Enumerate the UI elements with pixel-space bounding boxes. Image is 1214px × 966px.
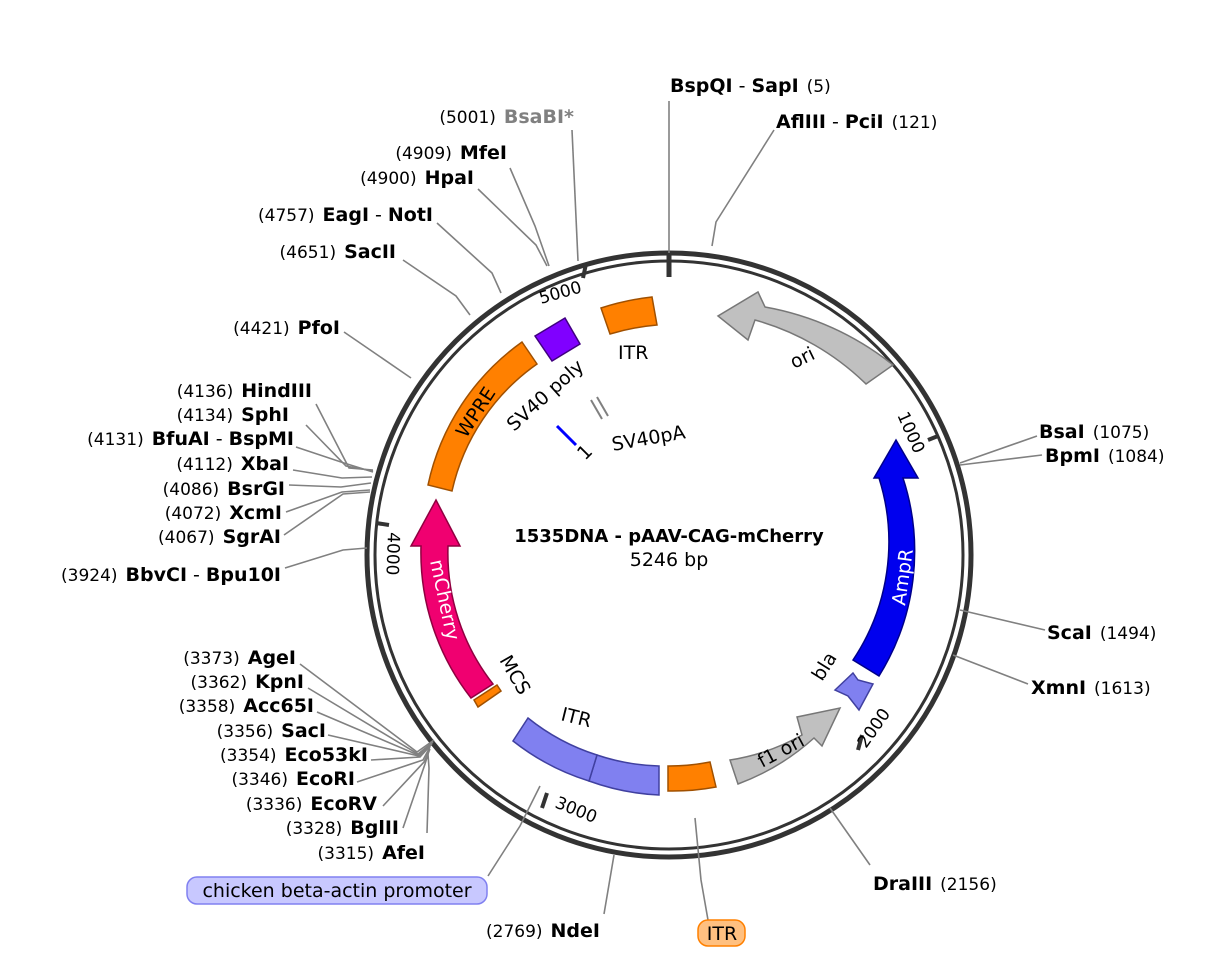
feature-cmv: ITR [511, 704, 660, 796]
ampr-arrow [851, 438, 920, 678]
site-label: ScaI(1494) [1047, 622, 1156, 644]
tick-label-3000: 3000 [552, 793, 600, 828]
f1ori-label: f1 ori [754, 730, 808, 773]
site-label: (3373)AgeI [183, 647, 296, 669]
site-label: (3924)BbvCI-Bpu10I [61, 564, 281, 586]
callout-itr-pill [697, 919, 746, 947]
site-label: (4136)HindIII [177, 380, 312, 402]
site-label: XmnI(1613) [1031, 677, 1151, 699]
leader-lines [283, 101, 1046, 921]
itr-top-block [600, 296, 658, 335]
site-label: (3336)EcoRV [246, 793, 377, 815]
site-label: (4131)BfuAI-BspMI [87, 428, 294, 450]
sites-left: (5001)BsaBI* (4909)MfeI (4900)HpaI (4757… [61, 106, 600, 942]
tick-label-2000: 2000 [854, 705, 895, 752]
site-label: (4421)PfoI [233, 317, 340, 339]
tick-2000: 2000 [854, 705, 895, 752]
feature-itr-right [667, 761, 717, 792]
feature-itr-top: ITR [600, 296, 658, 364]
site-label: (3362)KpnI [191, 671, 304, 693]
site-label: (4112)XbaI [176, 453, 289, 475]
sv40poly-block [533, 316, 582, 363]
feature-ampr: AmpR [851, 438, 920, 678]
site-label: (4067)SgrAI [158, 526, 281, 548]
map-title: 1535DNA - pAAV-CAG-mCherry [514, 526, 824, 547]
site-label: (4909)MfeI [395, 142, 507, 164]
site-label: (3358)Acc65I [179, 695, 314, 717]
site-label: BpmI(1084) [1045, 445, 1164, 467]
sites-right: BspQI-SapI(5) AflIII-PciI(121) BsaI(1075… [670, 75, 1164, 895]
mcherry-arrow [409, 498, 495, 699]
site-label: (4072)XcmI [165, 502, 282, 524]
origin-label: 1 [573, 440, 597, 464]
site-label: (4900)HpaI [360, 167, 474, 189]
site-label: (3328)BglII [286, 817, 399, 839]
site-label: DraIII(2156) [873, 873, 997, 895]
bla-label: bla [808, 648, 842, 684]
site-label: (3346)EcoRI [231, 768, 355, 790]
site-label: (4086)BsrGI [163, 478, 285, 500]
feature-sv40pa: SV40pA [590, 396, 687, 456]
cmv-label: ITR [559, 704, 594, 733]
site-label: AflIII-PciI(121) [776, 111, 937, 133]
wpre-block [427, 340, 539, 492]
callout-chicken-promoter: chicken beta-actin promoter [186, 876, 488, 905]
site-label: (3354)Eco53kI [220, 744, 368, 766]
cmv-block-b [511, 716, 598, 782]
ori-arrow [716, 290, 895, 385]
tick-label-4000: 4000 [381, 532, 402, 576]
f1ori-arrow [729, 706, 842, 785]
site-label: BspQI-SapI(5) [670, 75, 831, 97]
callout-chicken-pill [186, 876, 488, 905]
sv40pa-label: SV40pA [610, 421, 687, 456]
map-length: 5246 bp [630, 549, 709, 571]
site-label: BsaI(1075) [1039, 421, 1149, 443]
site-label: (3356)SacI [217, 720, 326, 742]
itr-top-label: ITR [618, 342, 648, 364]
site-label: (2769)NdeI [486, 920, 600, 942]
feature-mcherry: mCherry [409, 498, 495, 699]
feature-origin-marker: 1 [555, 424, 597, 465]
mcs-block [472, 683, 503, 709]
feature-f1ori: f1 ori [729, 706, 842, 785]
callout-chicken-label: chicken beta-actin promoter [202, 880, 471, 902]
callout-itr-label: ITR [707, 923, 737, 945]
cmv-block-a [588, 754, 660, 796]
tick-4000: 4000 [375, 521, 403, 576]
site-label: (4757)EagI-NotI [258, 204, 433, 226]
site-label: (4651)SacII [280, 241, 396, 263]
ori-label: ori [787, 343, 819, 374]
site-label: (4134)SphI [177, 404, 289, 426]
callout-itr-bottom: ITR [697, 919, 746, 947]
bla-arrow [833, 671, 875, 712]
site-label: (3315)AfeI [318, 842, 425, 864]
site-label: (5001)BsaBI* [439, 106, 574, 128]
